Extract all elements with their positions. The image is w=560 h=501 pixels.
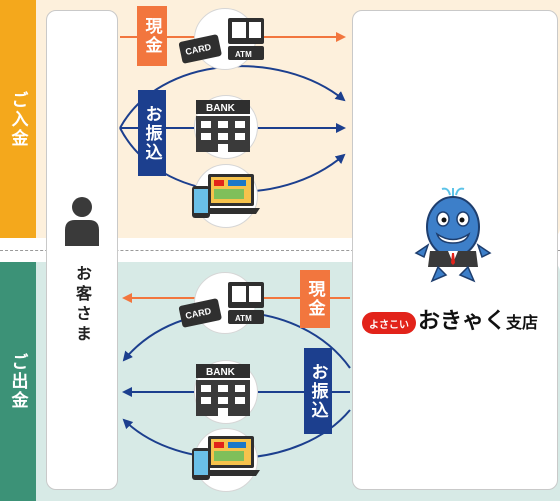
whale-mascot-icon — [414, 187, 492, 283]
withdraw-cash-label: 現金 — [300, 270, 330, 328]
person-icon — [65, 197, 99, 246]
deposit-cash-label: 現金 — [137, 6, 167, 66]
svg-text:ATM: ATM — [235, 50, 252, 59]
withdraw-section-label: ご出金 — [0, 262, 36, 501]
bank-icon: BANK — [196, 100, 250, 152]
svg-text:ATM: ATM — [235, 314, 252, 323]
deposit-transfer-label: お振込 — [138, 90, 166, 176]
branch-name: おきゃく支店 — [418, 308, 538, 336]
card-atm-icon: CARD ATM — [178, 18, 264, 64]
card-atm-icon: CARD ATM — [178, 282, 264, 328]
customer-label: お客さま — [73, 265, 92, 345]
branch-logo-badge: よさこい — [362, 312, 416, 334]
branch-name-suffix: 支店 — [506, 313, 539, 332]
laptop-phone-icon — [192, 436, 260, 480]
branch-name-main: おきゃく — [418, 309, 507, 334]
svg-text:BANK: BANK — [206, 367, 236, 378]
bank-icon: BANK — [196, 364, 250, 416]
customer-column — [46, 10, 118, 490]
section-divider — [0, 250, 560, 251]
laptop-phone-icon — [192, 174, 260, 218]
withdraw-transfer-label: お振込 — [304, 348, 332, 434]
deposit-section-label: ご入金 — [0, 0, 36, 238]
svg-text:BANK: BANK — [206, 103, 236, 114]
